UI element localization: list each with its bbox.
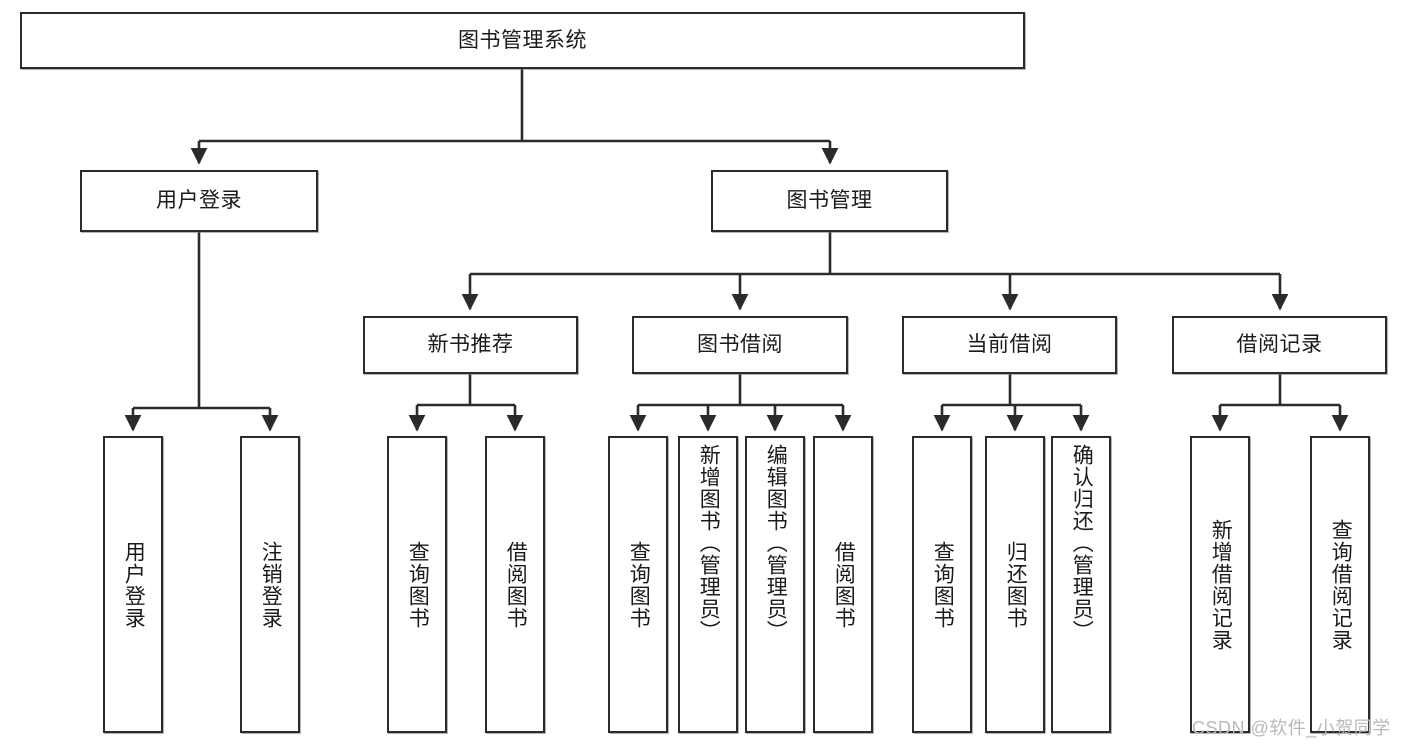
node-leaf-add-record[interactable]: 新增借阅记录 [1190,436,1250,733]
csdn-watermark: CSDN @软件_小贺同学 [1192,718,1391,738]
node-user-login-label: 用户登录 [156,189,242,213]
node-leaf-confirm-return-label: 确认归还（管理员） [1070,444,1094,642]
node-leaf-add-book-label: 新增图书（管理员） [697,444,721,642]
node-leaf-user-login-label: 用户登录 [122,540,146,629]
node-leaf-confirm-return[interactable]: 确认归还（管理员） [1051,436,1111,733]
node-book-borrow-label: 图书借阅 [697,333,783,357]
node-current-borrow[interactable]: 当前借阅 [902,316,1117,374]
node-leaf-borrow-book-2-label: 借阅图书 [832,540,856,629]
node-leaf-query-record[interactable]: 查询借阅记录 [1310,436,1370,733]
node-leaf-query-book-3[interactable]: 查询图书 [912,436,972,733]
node-root[interactable]: 图书管理系统 [20,12,1025,69]
node-leaf-add-record-label: 新增借阅记录 [1209,518,1233,651]
node-leaf-query-book-2[interactable]: 查询图书 [608,436,668,733]
node-leaf-borrow-book-1-label: 借阅图书 [504,540,528,629]
node-borrow-record[interactable]: 借阅记录 [1172,316,1387,374]
node-current-borrow-label: 当前借阅 [966,333,1053,357]
node-borrow-record-label: 借阅记录 [1236,333,1323,357]
node-leaf-query-book-1-label: 查询图书 [406,540,430,629]
node-leaf-user-login[interactable]: 用户登录 [103,436,163,733]
node-book-borrow[interactable]: 图书借阅 [632,316,848,374]
node-leaf-logout-label: 注销登录 [259,540,283,629]
node-leaf-query-book-2-label: 查询图书 [627,540,651,629]
node-leaf-return-book-label: 归还图书 [1004,540,1028,629]
node-leaf-logout[interactable]: 注销登录 [240,436,300,733]
node-leaf-borrow-book-1[interactable]: 借阅图书 [485,436,545,733]
node-new-book-recommend[interactable]: 新书推荐 [363,316,578,374]
node-leaf-query-record-label: 查询借阅记录 [1329,518,1353,651]
node-book-manage[interactable]: 图书管理 [711,170,948,232]
node-book-manage-label: 图书管理 [786,189,873,213]
node-leaf-add-book[interactable]: 新增图书（管理员） [678,436,738,733]
node-new-book-recommend-label: 新书推荐 [427,333,514,357]
node-leaf-borrow-book-2[interactable]: 借阅图书 [813,436,873,733]
node-leaf-query-book-1[interactable]: 查询图书 [387,436,447,733]
node-leaf-return-book[interactable]: 归还图书 [985,436,1045,733]
node-leaf-edit-book[interactable]: 编辑图书（管理员） [745,436,805,733]
node-user-login[interactable]: 用户登录 [80,170,318,232]
node-root-label: 图书管理系统 [458,28,587,52]
node-leaf-query-book-3-label: 查询图书 [931,540,955,629]
node-leaf-edit-book-label: 编辑图书（管理员） [764,444,788,642]
